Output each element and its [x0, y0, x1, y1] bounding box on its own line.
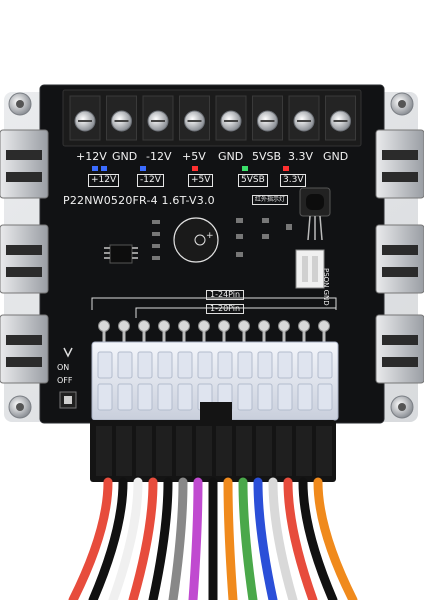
- connector-slot: [117, 383, 133, 411]
- solder-pad: [98, 320, 110, 332]
- cable-plug: [90, 402, 336, 482]
- terminal-block: [62, 89, 362, 147]
- connector-slot: [157, 383, 173, 411]
- pson-header: [295, 249, 325, 289]
- power-switch: [59, 347, 77, 409]
- connector-slot: [277, 351, 293, 379]
- plug-rib: [116, 426, 132, 476]
- rail-label: 3.3V: [288, 150, 314, 163]
- atx-24pin-connector: [91, 341, 339, 421]
- plug-rib: [136, 426, 152, 476]
- connector-slot: [97, 383, 113, 411]
- solder-pad: [278, 320, 290, 332]
- wire: [168, 477, 188, 604]
- usb-ports-left: [0, 129, 49, 384]
- rail-label: 5VSB: [252, 150, 282, 163]
- connector-slot: [237, 383, 253, 411]
- connector-slot: [137, 351, 153, 379]
- solder-pad: [298, 320, 310, 332]
- wire: [188, 477, 203, 604]
- connector-slot: [217, 351, 233, 379]
- plug-rib: [196, 426, 212, 476]
- connector-slot: [317, 351, 333, 379]
- solder-pad: [178, 320, 190, 332]
- rail-led-label: 5VSB: [238, 174, 268, 187]
- plug-rib: [216, 426, 232, 476]
- connector-slot: [117, 351, 133, 379]
- connector-slot: [317, 383, 333, 411]
- wire: [128, 477, 158, 604]
- plug-rib: [96, 426, 112, 476]
- connector-slot: [297, 383, 313, 411]
- rail-led-label: -12V: [137, 174, 164, 187]
- corner-screws: [8, 92, 414, 419]
- rail-label: +12V: [76, 150, 107, 163]
- switch-off-label: OFF: [57, 376, 73, 385]
- rail-label: -12V: [146, 150, 172, 163]
- plug-rib: [176, 426, 192, 476]
- wire: [148, 477, 173, 604]
- solder-pads: [98, 320, 330, 344]
- svg-text:+: +: [206, 231, 214, 241]
- connector-slot: [137, 383, 153, 411]
- wire: [313, 477, 358, 604]
- connector-slot: [197, 351, 213, 379]
- rail-label: GND: [323, 150, 349, 163]
- ir-indicator-label: 红外指示灯: [252, 195, 289, 205]
- wire: [238, 477, 258, 604]
- rail-label: +5V: [182, 150, 206, 163]
- pin24-label: 1-24Pin: [206, 290, 245, 300]
- passives: [152, 218, 292, 260]
- rail-label: GND: [112, 150, 138, 163]
- usb-ports-right: [375, 129, 424, 384]
- connector-slot: [157, 351, 173, 379]
- plug-rib: [316, 426, 332, 476]
- wire: [283, 477, 318, 604]
- wire: [268, 477, 298, 604]
- solder-pad: [118, 320, 130, 332]
- wire: [298, 477, 338, 604]
- wire: [253, 477, 278, 604]
- solder-pad: [198, 320, 210, 332]
- solder-pad: [238, 320, 250, 332]
- wire: [223, 477, 238, 604]
- plug-rib: [256, 426, 272, 476]
- chip-u1: [104, 244, 138, 264]
- wire: [68, 477, 113, 604]
- connector-slot: [177, 351, 193, 379]
- connector-slot: [297, 351, 313, 379]
- connector-slot: [277, 383, 293, 411]
- pson-gnd-label: PSON GND: [322, 268, 330, 306]
- pin20-label: 1-20Pin: [206, 304, 245, 314]
- buzzer: +: [173, 217, 219, 263]
- solder-pad: [218, 320, 230, 332]
- solder-pad: [158, 320, 170, 332]
- model-number: P22NW0520FR-4 1.6T-V3.0: [63, 194, 215, 207]
- rail-led-label: +12V: [88, 174, 120, 187]
- rail-led-label: +5V: [188, 174, 214, 187]
- solder-pad: [318, 320, 330, 332]
- cable-wires: [68, 477, 358, 604]
- wire: [108, 477, 143, 604]
- plug-rib: [236, 426, 252, 476]
- plug-rib: [276, 426, 292, 476]
- ir-receiver: [299, 187, 331, 241]
- rail-led-label: 3.3V: [280, 174, 307, 187]
- status-leds: [92, 166, 289, 171]
- connector-slot: [257, 351, 273, 379]
- switch-on-label: ON: [57, 363, 70, 372]
- connector-slot: [97, 351, 113, 379]
- plug-rib: [296, 426, 312, 476]
- connector-slot: [237, 351, 253, 379]
- wire: [88, 477, 128, 604]
- connector-slot: [177, 383, 193, 411]
- rail-label: GND: [218, 150, 244, 163]
- plug-rib: [156, 426, 172, 476]
- pin-bracket: [91, 297, 337, 318]
- solder-pad: [258, 320, 270, 332]
- solder-pad: [138, 320, 150, 332]
- connector-slot: [257, 383, 273, 411]
